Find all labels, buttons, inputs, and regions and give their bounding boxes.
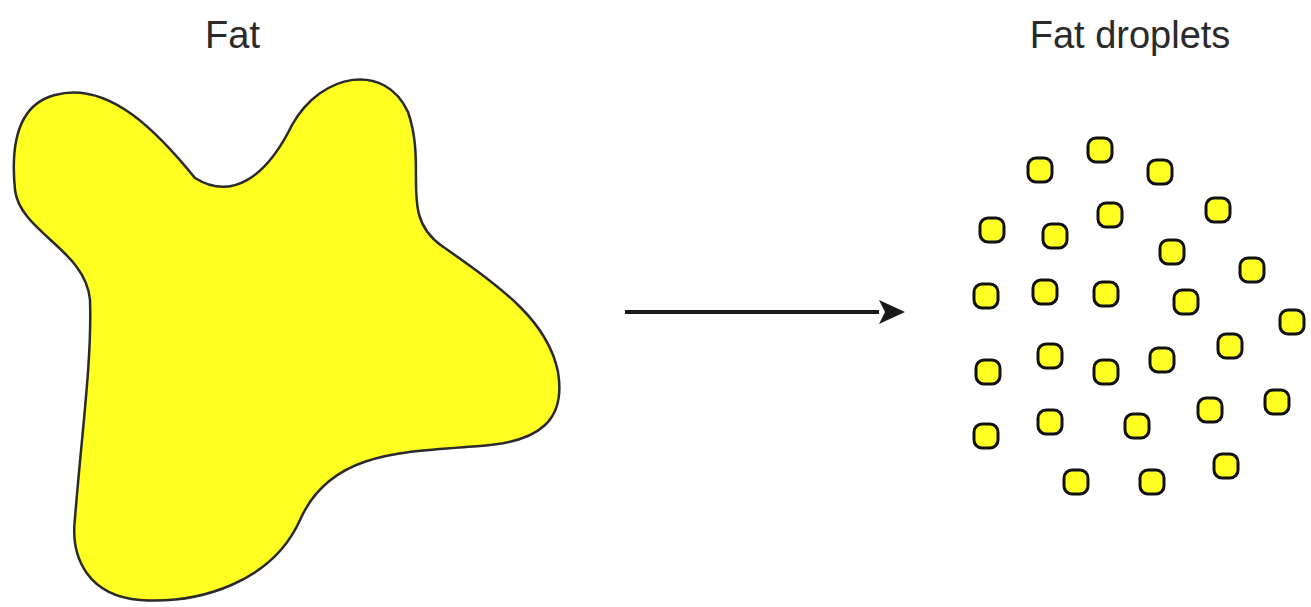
- fat-droplet: [1160, 240, 1184, 264]
- fat-droplet: [1028, 158, 1052, 182]
- fat-droplet: [1038, 410, 1062, 434]
- fat-droplet: [1033, 280, 1057, 304]
- fat-droplet: [1094, 360, 1118, 384]
- fat-droplet: [1148, 160, 1172, 184]
- fat-droplet: [1140, 470, 1164, 494]
- fat-droplet: [1043, 224, 1067, 248]
- fat-droplet: [1206, 198, 1230, 222]
- fat-droplets-cluster: Fat droplets: [915, 0, 1311, 607]
- fat-droplet: [1098, 203, 1122, 227]
- process-arrow: [625, 300, 905, 324]
- fat-blob-outline: [14, 79, 560, 600]
- fat-droplet: [1280, 310, 1304, 334]
- fat-droplet: [1088, 138, 1112, 162]
- fat-droplet: [1038, 344, 1062, 368]
- fat-droplet: [1214, 454, 1238, 478]
- arrow-head: [879, 300, 905, 324]
- fat-droplet: [1218, 334, 1242, 358]
- fat-droplet: [1125, 414, 1149, 438]
- fat-droplet: [1064, 470, 1088, 494]
- arrow-shaft: [625, 310, 879, 314]
- fat-droplet: [980, 218, 1004, 242]
- fat-blob-shape: [0, 0, 615, 607]
- fat-droplet: [1198, 398, 1222, 422]
- fat-droplet: [974, 284, 998, 308]
- fat-blob: Fat: [0, 0, 615, 607]
- fat-droplet: [976, 360, 1000, 384]
- heading-label: Fat: [0, 14, 465, 57]
- fat-droplet: [974, 424, 998, 448]
- droplets-shape: [915, 0, 1311, 607]
- heading-label: Fat droplets: [949, 14, 1311, 57]
- fat-droplet: [1094, 282, 1118, 306]
- fat-droplet: [1174, 290, 1198, 314]
- fat-droplet: [1150, 348, 1174, 372]
- fat-droplet: [1265, 390, 1289, 414]
- fat-droplet: [1240, 258, 1264, 282]
